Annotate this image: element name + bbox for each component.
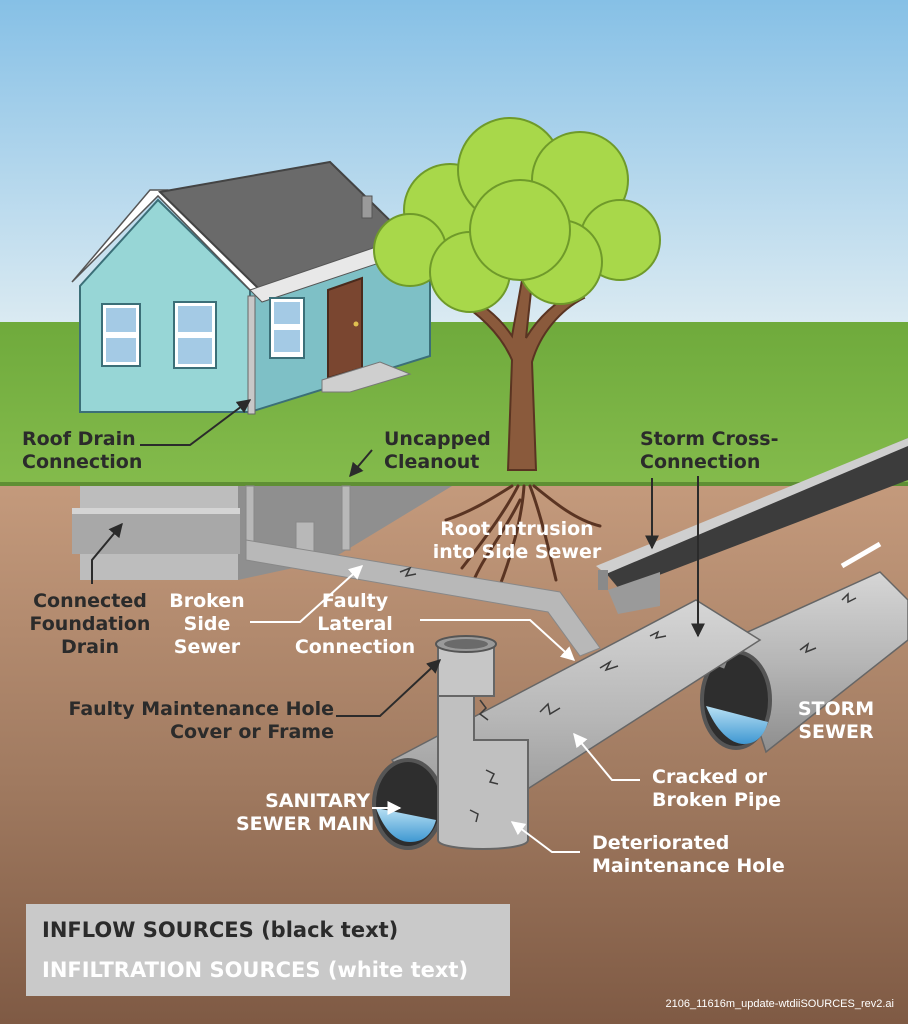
label-line: Cleanout <box>384 451 480 473</box>
label-line: Cover or Frame <box>170 721 334 743</box>
label-line: SEWER <box>798 721 874 743</box>
label-line: Broken Pipe <box>652 789 781 811</box>
label-line: Connected <box>33 590 147 612</box>
label-line: Connection <box>640 451 761 473</box>
legend-inflow: INFLOW SOURCES (black text) <box>42 918 399 942</box>
leader-lines <box>91 399 705 853</box>
label-line: Cracked or <box>652 766 768 788</box>
label-line: Side <box>183 613 231 635</box>
label-line: Connection <box>294 636 416 658</box>
label-uncapped-cleanout: Uncapped Cleanout <box>384 428 491 474</box>
side-sewer-pipe <box>245 485 601 657</box>
label-line: Broken <box>169 590 245 612</box>
label-root-intrusion: Root Intrusion into Side Sewer <box>428 518 606 564</box>
label-line: STORM <box>797 698 875 720</box>
label-storm-cross-connection: Storm Cross- Connection <box>640 428 778 474</box>
label-line: Lateral <box>317 613 393 635</box>
label-line: Maintenance Hole <box>592 855 785 877</box>
street <box>596 438 908 614</box>
label-line: Roof Drain <box>22 428 136 450</box>
label-connected-foundation-drain: Connected Foundation Drain <box>28 590 152 659</box>
label-faulty-maintenance-hole-cover: Faulty Maintenance Hole Cover or Frame <box>40 698 334 744</box>
legend-infiltration: INFILTRATION SOURCES (white text) <box>42 958 469 982</box>
label-broken-side-sewer: Broken Side Sewer <box>164 590 250 659</box>
label-line: Sewer <box>173 636 241 658</box>
label-line: Root Intrusion <box>440 518 594 540</box>
tree <box>373 117 661 471</box>
label-line: SANITARY <box>265 790 370 812</box>
label-line: Storm Cross- <box>640 428 779 450</box>
label-sanitary-sewer-main: SANITARY SEWER MAIN <box>236 790 375 836</box>
label-line: SEWER MAIN <box>236 813 375 835</box>
label-line: Deteriorated <box>592 832 730 854</box>
label-deteriorated-maintenance-hole: Deteriorated Maintenance Hole <box>592 832 785 878</box>
label-line: Foundation <box>29 613 151 635</box>
label-cracked-broken-pipe: Cracked or Broken Pipe <box>652 766 781 812</box>
label-faulty-lateral-connection: Faulty Lateral Connection <box>290 590 420 659</box>
label-storm-sewer: STORM SEWER <box>790 698 882 744</box>
label-line: into Side Sewer <box>432 541 602 563</box>
label-line: Uncapped <box>384 428 491 450</box>
file-credit: 2106_11616m_update-wtdiiSOURCES_rev2.ai <box>665 998 895 1010</box>
label-line: Faulty <box>321 590 389 612</box>
label-line: Connection <box>22 451 143 473</box>
legend-box: INFLOW SOURCES (black text) INFILTRATION… <box>26 904 510 996</box>
cracks <box>399 566 857 823</box>
label-roof-drain-connection: Roof Drain Connection <box>22 428 142 474</box>
label-line: Drain <box>60 636 119 658</box>
maintenance-hole <box>435 635 529 850</box>
label-line: Faulty Maintenance Hole <box>68 698 334 720</box>
